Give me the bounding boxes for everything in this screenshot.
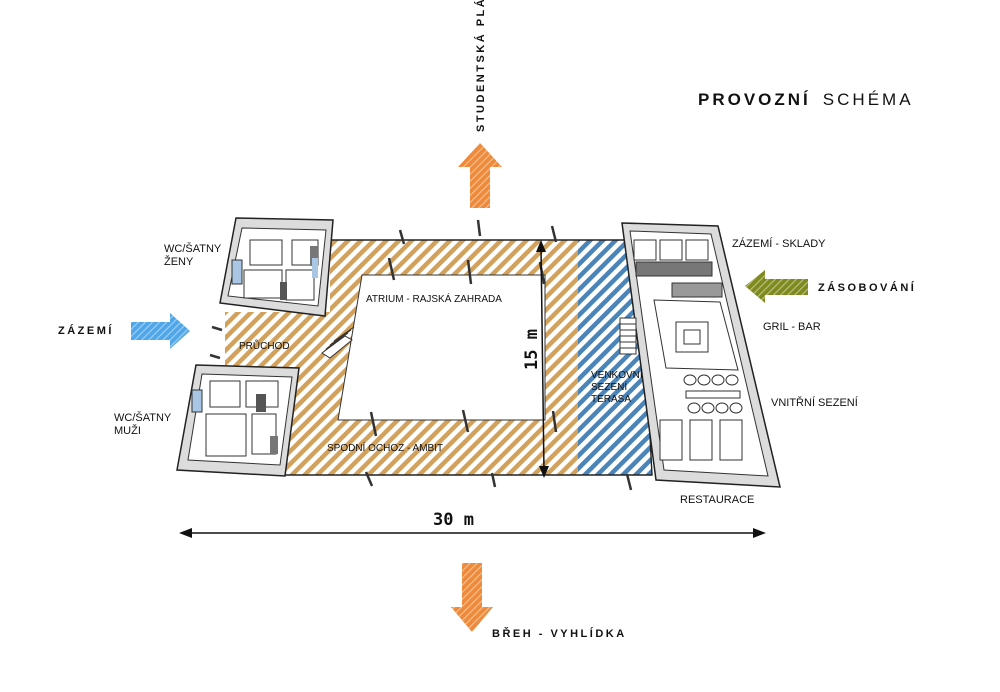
title-text: PROVOZNÍ SCHÉMA (698, 90, 914, 109)
label-sklady: ZÁZEMÍ - SKLADY (732, 237, 826, 250)
atrium-courtyard (337, 274, 546, 421)
columns (209, 219, 633, 491)
label-vnitrni: VNITŘNÍ SEZENÍ (771, 396, 859, 409)
label-terasa-1: VENKOVNÍ (591, 368, 643, 381)
direction-north-label: STUDENTSKÁ PLÁŽ (474, 0, 487, 132)
direction-east-label: ZÁSOBOVÁNÍ (818, 281, 916, 294)
arrow-east-icon (745, 270, 808, 303)
label-wc-women-2: ŽENY (164, 255, 194, 268)
ambit-corridor (225, 240, 578, 475)
dimension-depth (536, 240, 549, 478)
label-terasa-2: SEZENÍ (591, 380, 627, 393)
label-wc-men-1: WC/ŠATNY (114, 411, 172, 424)
label-wc-women-1: WC/ŠATNY (164, 242, 222, 255)
restaurant-block (619, 222, 781, 488)
label-atrium: ATRIUM - RAJSKÁ ZAHRADA (366, 292, 502, 305)
arrow-west-icon (131, 313, 190, 349)
dimension-width-label: 30 m (433, 510, 474, 530)
direction-west-label: ZÁZEMÍ (58, 324, 114, 337)
label-terasa-3: TERASA (591, 394, 631, 405)
wc-men-block (176, 364, 300, 477)
dimension-depth-label: 15 m (522, 329, 542, 370)
label-wc-men-2: MUŽI (114, 424, 141, 437)
dimension-width (179, 528, 766, 538)
arrow-north-icon (458, 143, 502, 208)
stairs-west (321, 326, 355, 359)
wc-women-block (219, 217, 334, 317)
building-plan: 15 m WC/ŠATNY ŽENY WC/ŠATNY MUŽI PRŮCHOD… (114, 217, 859, 506)
label-gril: GRIL - BAR (763, 321, 821, 333)
arrow-south-icon (451, 563, 493, 632)
label-pruchod: PRŮCHOD (239, 339, 290, 352)
label-ambit: SPODNÍ OCHOZ - AMBIT (327, 441, 443, 454)
label-restaurace: RESTAURACE (680, 494, 754, 506)
direction-south-label: BŘEH - VYHLÍDKA (492, 627, 627, 640)
